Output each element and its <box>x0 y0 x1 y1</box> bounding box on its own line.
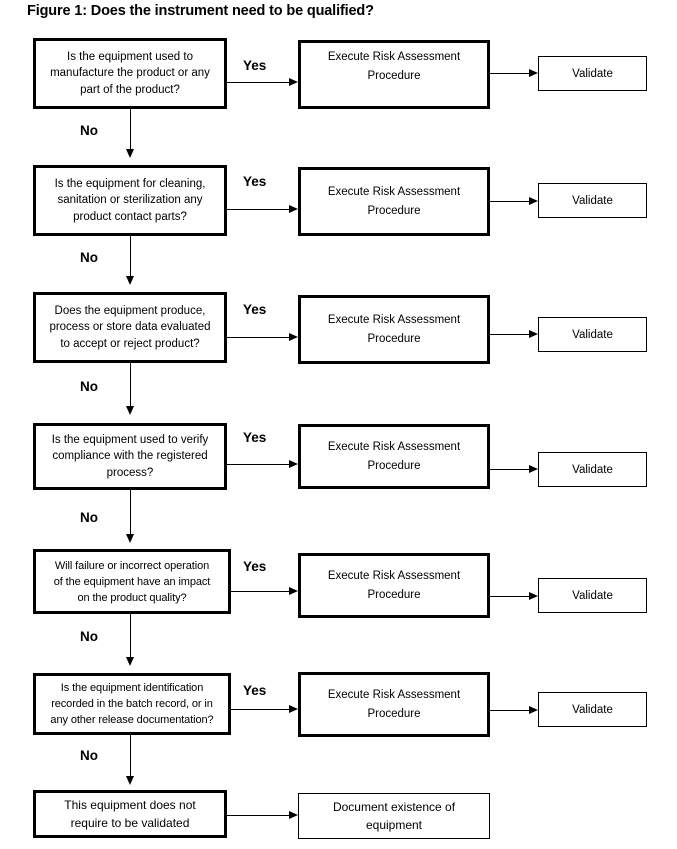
arrowhead-no-5 <box>125 657 134 666</box>
no-label-5: No <box>80 629 98 644</box>
arrowhead-no-3 <box>125 406 134 415</box>
validate-box-6-text: Validate <box>572 703 613 716</box>
decision-box-2[interactable]: Is the equipment for cleaning, sanitatio… <box>33 165 227 236</box>
connector-no-3 <box>130 363 131 409</box>
validate-box-5[interactable]: Validate <box>538 578 647 613</box>
process-box-1-text: Execute Risk Assessment Procedure <box>327 50 461 82</box>
yes-label-1: Yes <box>243 58 267 73</box>
arrowhead-validate-4 <box>529 464 538 473</box>
arrowhead-yes-3 <box>289 332 298 341</box>
no-label-3: No <box>80 379 98 394</box>
connector-validate-6 <box>490 710 530 711</box>
connector-no-5 <box>130 614 131 660</box>
connector-yes-1 <box>227 82 289 83</box>
connector-yes-4 <box>227 464 289 465</box>
decision-box-5-text: Will failure or incorrect operation of t… <box>53 559 211 604</box>
decision-box-1-text: Is the equipment used to manufacture the… <box>50 50 210 96</box>
arrowhead-no-6 <box>125 776 134 785</box>
validate-box-2-text: Validate <box>572 194 613 207</box>
process-box-5[interactable]: Execute Risk Assessment Procedure <box>298 553 490 618</box>
connector-yes-2 <box>227 209 289 210</box>
document-box-text: Document existence of equipment <box>332 800 456 832</box>
connector-yes-5 <box>231 591 289 592</box>
process-box-6[interactable]: Execute Risk Assessment Procedure <box>298 672 490 737</box>
decision-box-5[interactable]: Will failure or incorrect operation of t… <box>33 549 231 614</box>
arrowhead-validate-3 <box>529 329 538 338</box>
process-box-3[interactable]: Execute Risk Assessment Procedure <box>298 295 490 364</box>
validate-box-6[interactable]: Validate <box>538 692 647 727</box>
arrowhead-yes-1 <box>289 77 298 86</box>
validate-box-3[interactable]: Validate <box>538 317 647 352</box>
process-box-3-text: Execute Risk Assessment Procedure <box>327 313 461 345</box>
terminal-box[interactable]: This equipment does not require to be va… <box>33 790 227 838</box>
figure-title: Figure 1: Does the instrument need to be… <box>27 3 374 19</box>
validate-box-1-text: Validate <box>572 67 613 80</box>
decision-box-3-text: Does the equipment produce, process or s… <box>49 304 211 350</box>
validate-box-2[interactable]: Validate <box>538 183 647 218</box>
validate-box-5-text: Validate <box>572 589 613 602</box>
connector-no-4 <box>130 490 131 537</box>
arrowhead-no-1 <box>125 149 134 158</box>
process-box-2-text: Execute Risk Assessment Procedure <box>327 185 461 217</box>
arrowhead-validate-1 <box>529 68 538 77</box>
arrowhead-validate-2 <box>529 196 538 205</box>
arrowhead-yes-6 <box>289 704 298 713</box>
process-box-5-text: Execute Risk Assessment Procedure <box>327 569 461 601</box>
validate-box-1[interactable]: Validate <box>538 56 647 91</box>
arrowhead-yes-4 <box>289 459 298 468</box>
connector-validate-5 <box>490 596 530 597</box>
yes-label-5: Yes <box>243 559 267 574</box>
connector-yes-3 <box>227 337 289 338</box>
arrowhead-validate-6 <box>529 705 538 714</box>
process-box-2[interactable]: Execute Risk Assessment Procedure <box>298 167 490 236</box>
terminal-box-text: This equipment does not require to be va… <box>64 798 196 830</box>
no-label-1: No <box>80 123 98 138</box>
arrowhead-yes-5 <box>289 586 298 595</box>
process-box-6-text: Execute Risk Assessment Procedure <box>327 688 461 720</box>
decision-box-6-text: Is the equipment identification recorded… <box>50 682 214 726</box>
arrowhead-no-4 <box>125 534 134 543</box>
yes-label-6: Yes <box>243 683 267 698</box>
validate-box-3-text: Validate <box>572 328 613 341</box>
validate-box-4-text: Validate <box>572 463 613 476</box>
no-label-2: No <box>80 250 98 265</box>
no-label-6: No <box>80 748 98 763</box>
no-label-4: No <box>80 510 98 525</box>
connector-yes-6 <box>231 709 289 710</box>
decision-box-6[interactable]: Is the equipment identification recorded… <box>33 673 231 735</box>
decision-box-1[interactable]: Is the equipment used to manufacture the… <box>33 38 227 109</box>
yes-label-3: Yes <box>243 302 267 317</box>
yes-label-2: Yes <box>243 174 267 189</box>
connector-validate-2 <box>490 201 530 202</box>
decision-box-4-text: Is the equipment used to verify complian… <box>51 433 209 479</box>
validate-box-4[interactable]: Validate <box>538 452 647 487</box>
decision-box-3[interactable]: Does the equipment produce, process or s… <box>33 292 227 363</box>
connector-no-6 <box>130 735 131 779</box>
decision-box-4[interactable]: Is the equipment used to verify complian… <box>33 423 227 490</box>
document-box[interactable]: Document existence of equipment <box>298 793 490 839</box>
connector-no-1 <box>130 109 131 152</box>
process-box-4-text: Execute Risk Assessment Procedure <box>327 440 461 472</box>
connector-terminal <box>227 815 289 816</box>
arrowhead-yes-2 <box>289 204 298 213</box>
process-box-4[interactable]: Execute Risk Assessment Procedure <box>298 424 490 489</box>
yes-label-4: Yes <box>243 430 267 445</box>
connector-validate-3 <box>490 334 530 335</box>
connector-validate-4 <box>490 469 530 470</box>
arrowhead-no-2 <box>125 276 134 285</box>
arrowhead-terminal <box>289 810 298 819</box>
decision-box-2-text: Is the equipment for cleaning, sanitatio… <box>54 177 206 223</box>
process-box-1[interactable]: Execute Risk Assessment Procedure <box>298 40 490 109</box>
arrowhead-validate-5 <box>529 591 538 600</box>
connector-no-2 <box>130 236 131 279</box>
connector-validate-1 <box>490 73 530 74</box>
